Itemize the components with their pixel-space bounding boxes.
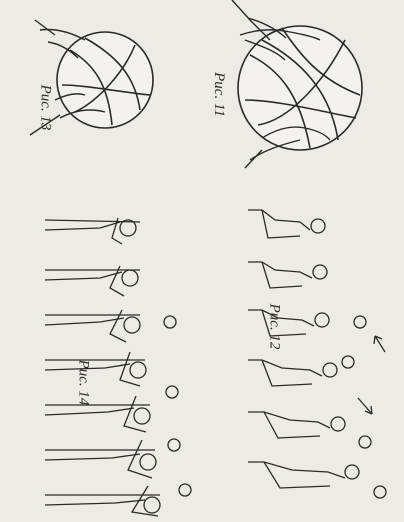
player-pose-14-5 — [45, 396, 150, 432]
player-pose-14-1 — [45, 218, 140, 244]
player-pose-14-6 — [45, 440, 156, 478]
player-pose-14-3 — [45, 310, 140, 342]
player-pose-14-4 — [45, 352, 146, 386]
caption-fig-14: Рис. 14 — [74, 360, 91, 406]
caption-fig-13: Рис. 13 — [36, 85, 53, 131]
caption-fig-12: Рис. 12 — [265, 304, 282, 350]
player-pose-14-2 — [45, 266, 140, 296]
caption-fig-11: Рис. 11 — [210, 72, 227, 117]
player-pose-14-7 — [45, 486, 160, 516]
ball-sequence-14 — [164, 316, 191, 496]
